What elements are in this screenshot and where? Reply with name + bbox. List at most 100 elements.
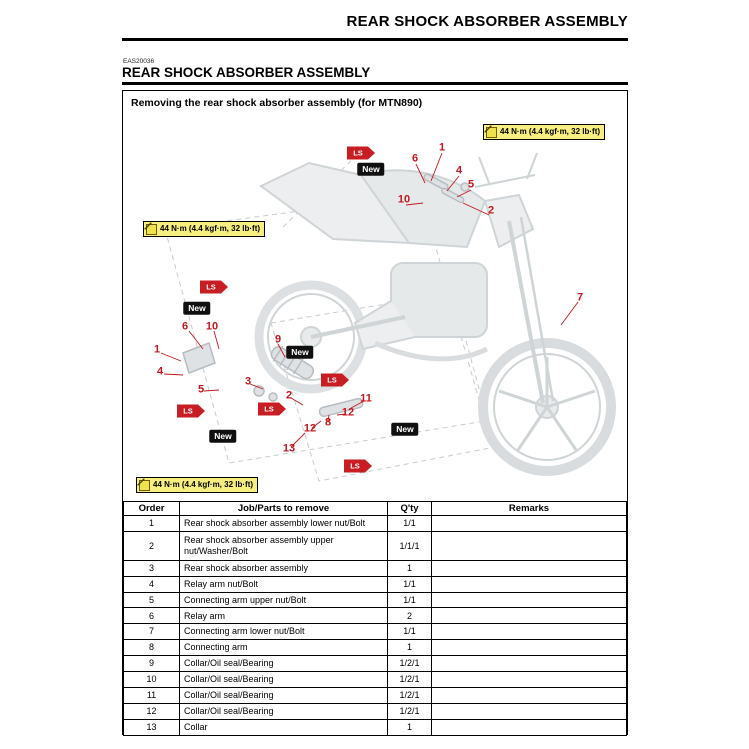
cell-remarks [431, 575, 627, 593]
cell-order: 8 [123, 639, 180, 657]
motorcycle-lineart [160, 150, 616, 482]
cell-qty: 1 [387, 639, 432, 657]
part-callout: 5 [467, 178, 475, 191]
part-callout: 3 [244, 375, 252, 388]
cell-order: 5 [123, 591, 180, 609]
figure-box: Removing the rear shock absorber assembl… [122, 90, 629, 737]
part-callout: 6 [181, 320, 189, 333]
section-rule [122, 82, 628, 85]
new-part-badge: New [286, 345, 314, 359]
wrench-icon [144, 222, 157, 235]
part-callout: 12 [303, 422, 317, 435]
grease-ls-badge: LS [344, 459, 372, 473]
torque-spec-label: 44 N·m (4.4 kgf·m, 32 lb·ft) [143, 221, 266, 237]
new-part-badge: New [209, 429, 237, 443]
cell-qty: 1/2/1 [387, 655, 432, 673]
part-callout: 12 [341, 406, 355, 419]
cell-qty: 1/2/1 [387, 671, 432, 689]
cell-qty: 1/1 [387, 515, 432, 533]
cell-remarks [431, 623, 627, 641]
grease-ls-badge: LS [321, 373, 349, 387]
cell-remarks [431, 718, 627, 737]
cell-order: 7 [123, 623, 180, 641]
header-order: Order [123, 500, 180, 517]
cell-job: Collar [179, 718, 388, 737]
part-callout: 4 [455, 164, 463, 177]
part-callout: 13 [282, 442, 296, 455]
cell-remarks [431, 639, 627, 657]
cell-remarks [431, 591, 627, 609]
cell-job: Collar/Oil seal/Bearing [179, 687, 388, 704]
part-callout: 10 [205, 320, 219, 333]
header-qty: Q'ty [387, 500, 432, 517]
torque-text: 44 N·m (4.4 kgf·m, 32 lb·ft) [500, 127, 601, 136]
cell-order: 2 [123, 531, 180, 561]
cell-job: Rear shock absorber assembly lower nut/B… [179, 515, 388, 533]
section-title: REAR SHOCK ABSORBER ASSEMBLY [122, 65, 371, 80]
torque-spec-label: 44 N·m (4.4 kgf·m, 32 lb·ft) [136, 477, 259, 493]
cell-order: 3 [123, 559, 180, 577]
cell-remarks [431, 607, 627, 625]
new-part-badge: New [357, 162, 385, 176]
new-part-badge: New [391, 422, 419, 436]
cell-job: Connecting arm upper nut/Bolt [179, 591, 388, 609]
cell-job: Rear shock absorber assembly [179, 559, 388, 577]
cell-order: 12 [123, 703, 180, 720]
cell-qty: 1/2/1 [387, 703, 432, 720]
cell-remarks [431, 703, 627, 720]
header-rule [122, 38, 628, 41]
part-callout: 10 [397, 193, 411, 206]
wrench-icon [137, 478, 150, 491]
cell-job: Collar/Oil seal/Bearing [179, 655, 388, 673]
section-code: EAS20036 [123, 58, 155, 65]
cell-order: 6 [123, 607, 180, 625]
part-callout: 2 [487, 204, 495, 217]
part-callout: 5 [197, 383, 205, 396]
grease-ls-badge: LS [200, 280, 228, 294]
cell-job: Connecting arm lower nut/Bolt [179, 623, 388, 641]
cell-order: 1 [123, 515, 180, 533]
cell-qty: 1/1/1 [387, 531, 432, 561]
cell-job: Relay arm [179, 607, 388, 625]
part-callout: 9 [274, 333, 282, 346]
cell-qty: 1/1 [387, 575, 432, 593]
cell-remarks [431, 687, 627, 704]
torque-spec-label: 44 N·m (4.4 kgf·m, 32 lb·ft) [483, 124, 606, 140]
running-header-title: REAR SHOCK ABSORBER ASSEMBLY [346, 13, 628, 30]
cell-qty: 1 [387, 718, 432, 737]
cell-remarks [431, 671, 627, 689]
cell-job: Collar/Oil seal/Bearing [179, 671, 388, 689]
cell-remarks [431, 655, 627, 673]
cell-qty: 1 [387, 559, 432, 577]
grease-ls-badge: LS [177, 404, 205, 418]
table-header-row: Order Job/Parts to remove Q'ty Remarks [123, 500, 627, 517]
part-callout: 6 [411, 152, 419, 165]
cell-order: 4 [123, 575, 180, 593]
cell-order: 10 [123, 671, 180, 689]
cell-job: Collar/Oil seal/Bearing [179, 703, 388, 720]
part-callout: 7 [576, 291, 584, 304]
new-part-badge: New [183, 301, 211, 315]
header-remarks: Remarks [431, 500, 627, 517]
part-callout: 11 [360, 392, 372, 405]
cell-order: 9 [123, 655, 180, 673]
cell-job: Rear shock absorber assembly upper nut/W… [179, 531, 388, 561]
torque-text: 44 N·m (4.4 kgf·m, 32 lb·ft) [160, 224, 261, 233]
cell-remarks [431, 515, 627, 533]
cell-qty: 1/2/1 [387, 687, 432, 704]
